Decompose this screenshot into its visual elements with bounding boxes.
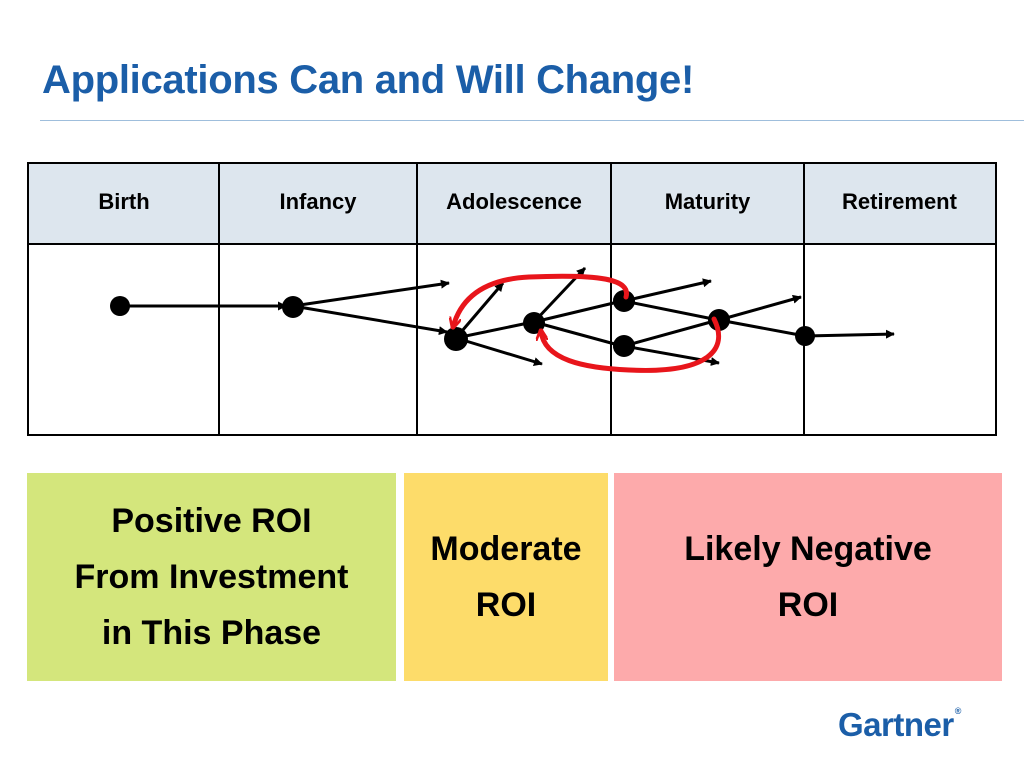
negative-roi-box: Likely Negative ROI (614, 473, 1002, 681)
negative-roi-label: Likely Negative ROI (684, 530, 932, 624)
phase-header-infancy: Infancy (219, 164, 417, 245)
stage-node (613, 335, 635, 357)
path-arrow (455, 336, 543, 366)
positive-roi-box: Positive ROI From Investment in This Pha… (27, 473, 396, 681)
phase-header-birth: Birth (29, 164, 219, 245)
lifecycle-diagram: Birth Infancy Adolescence Maturity Retir… (27, 162, 997, 436)
feedback-arrow (453, 273, 629, 327)
stage-node (613, 290, 635, 312)
phase-header-retirement: Retirement (804, 164, 995, 245)
path-arrow (623, 278, 712, 303)
gartner-logo: Gartner® (838, 706, 961, 744)
phase-header-maturity: Maturity (611, 164, 804, 245)
phase-header-adolescence: Adolescence (417, 164, 611, 245)
path-arrow (533, 298, 623, 324)
path-arrow (718, 294, 802, 322)
slide-title: Applications Can and Will Change! (42, 58, 694, 102)
evolution-paths (110, 266, 895, 373)
stage-node (708, 309, 730, 331)
feedback-arrow (541, 316, 721, 373)
phase-divider (803, 164, 805, 434)
moderate-roi-box: Moderate ROI (404, 473, 608, 681)
path-arrow (623, 299, 719, 323)
path-arrow (455, 319, 534, 340)
path-arrow (292, 279, 450, 308)
phase-divider (610, 164, 612, 434)
stage-node (110, 296, 130, 316)
phase-divider (416, 164, 418, 434)
path-arrow (804, 329, 895, 339)
stage-node (282, 296, 304, 318)
positive-roi-label: Positive ROI From Investment in This Pha… (74, 502, 349, 652)
moderate-roi-label: Moderate ROI (430, 530, 582, 624)
path-arrow (623, 317, 719, 348)
phase-divider (218, 164, 220, 434)
logo-text: Gartner (838, 706, 954, 743)
path-arrow (533, 320, 623, 349)
path-arrow (454, 282, 505, 339)
registered-mark: ® (954, 706, 962, 716)
title-divider (40, 120, 1024, 121)
stage-node (795, 326, 815, 346)
stage-node (444, 327, 468, 351)
path-arrow (718, 318, 806, 339)
path-arrow (292, 304, 448, 336)
